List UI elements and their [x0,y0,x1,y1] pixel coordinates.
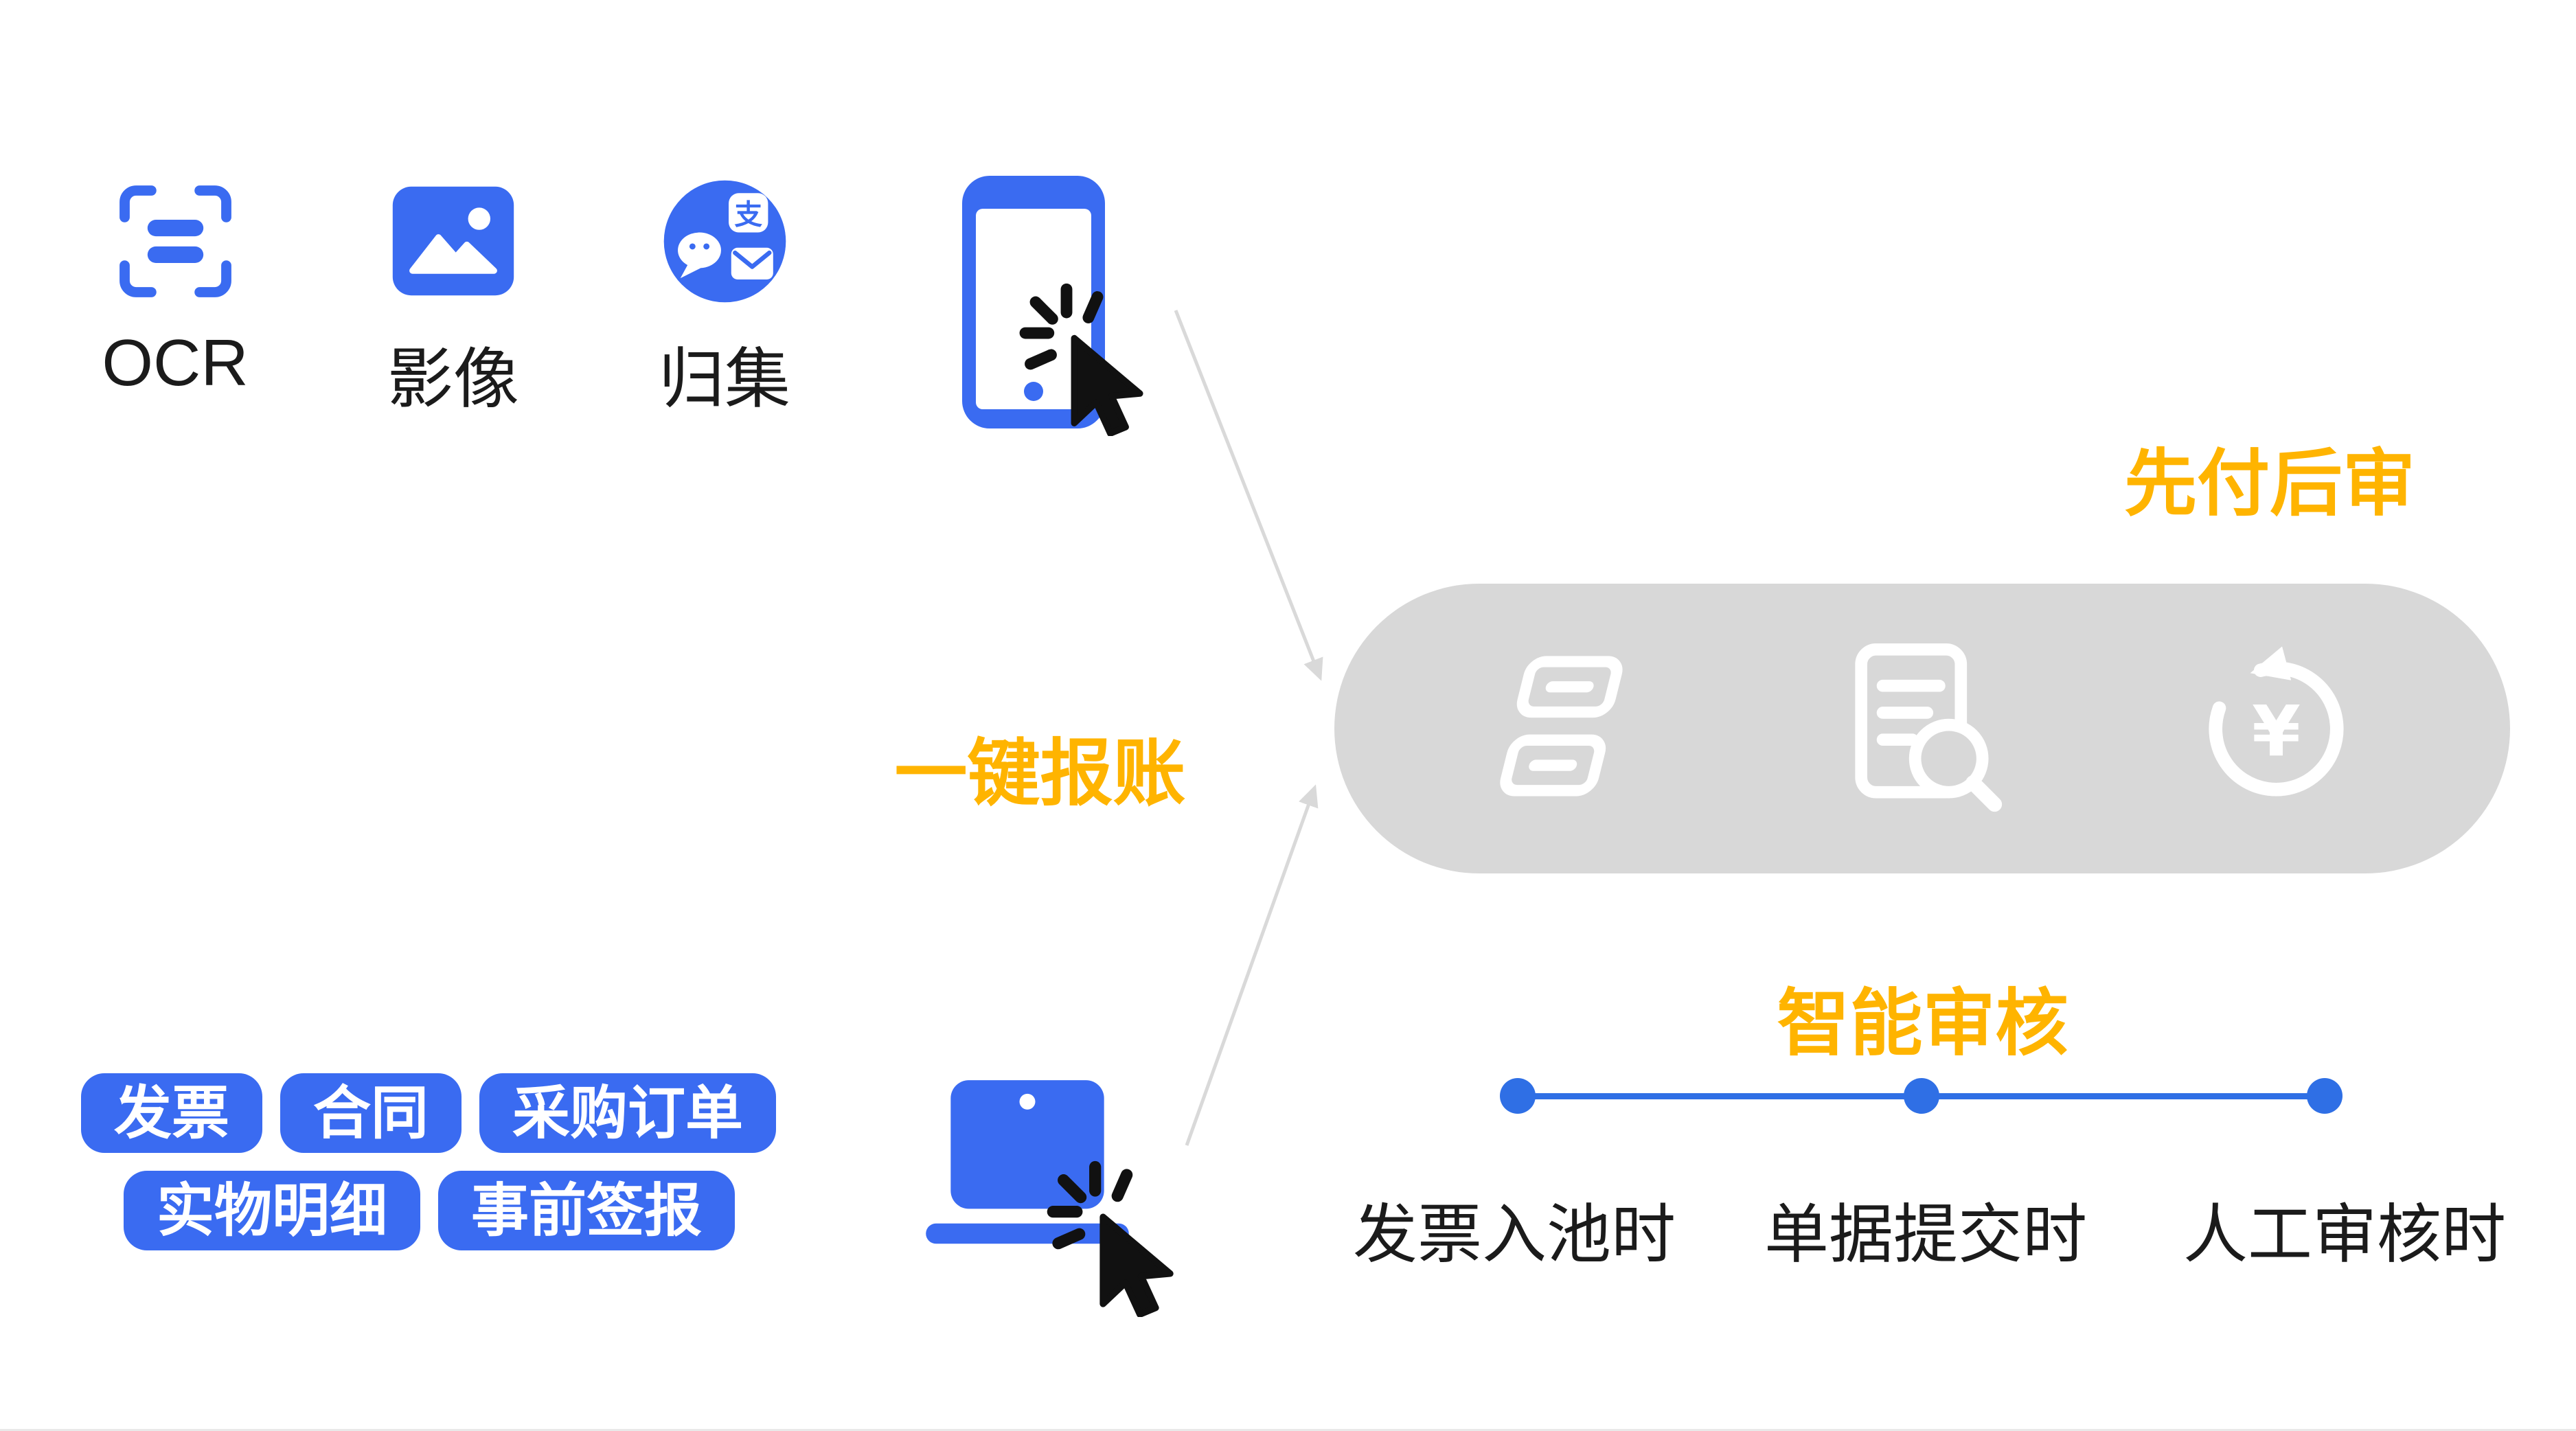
timeline-dot-3 [2307,1078,2343,1114]
invoice-stack-icon [1499,655,1623,796]
arrow-phone-to-pill [1174,310,1323,681]
yuan-glyph: ¥ [2252,690,2301,772]
arrow-laptop-to-pill [1185,784,1319,1146]
timeline-label-invoice-pool: 发票入池时 [1352,1198,1676,1270]
collect-icon-box: 支 [661,176,788,306]
image-icon-box [391,176,515,306]
tag-contract: 合同 [280,1073,462,1153]
heading-one-click-report: 一键报账 [894,733,1186,814]
process-pill: ¥ [1334,584,2510,873]
ocr-scan-icon [119,185,231,297]
heading-pay-first-audit-later: 先付后审 [2124,444,2415,525]
capture-method-collect: 支 归集 [646,176,803,421]
capture-method-label-image: 影像 [387,343,519,416]
document-review-icon [1854,643,2002,812]
heading-smart-audit: 智能审核 [1777,983,2068,1064]
document-tags-row1: 发票 合同 采购订单 [81,1073,777,1153]
image-icon [392,186,514,296]
timeline-label-manual-audit: 人工审核时 [2182,1198,2506,1270]
capture-method-label-ocr: OCR [102,326,249,400]
tag-purchase-order: 采购订单 [479,1073,777,1153]
capture-method-ocr: OCR [96,176,254,401]
laptop-click-cursor-icon [1047,1160,1174,1317]
alipay-glyph: 支 [734,198,762,230]
timeline-label-doc-submit: 单据提交时 [1764,1198,2087,1270]
ocr-icon-box [112,176,239,306]
tag-pre-approval: 事前签报 [438,1171,736,1250]
capture-method-label-collect: 归集 [659,343,790,416]
tag-physical-detail: 实物明细 [124,1171,421,1250]
wechat-alipay-collect-icon: 支 [663,180,786,302]
bottom-divider [0,1429,2576,1431]
tag-invoice: 发票 [81,1073,263,1153]
capture-method-image: 影像 [374,176,532,421]
currency-refund-icon: ¥ [2208,646,2344,796]
phone-click-cursor-icon [1019,283,1143,436]
timeline-dot-1 [1500,1078,1536,1114]
timeline-dot-2 [1904,1078,1939,1114]
document-tags-row2: 实物明细 事前签报 [124,1171,736,1250]
